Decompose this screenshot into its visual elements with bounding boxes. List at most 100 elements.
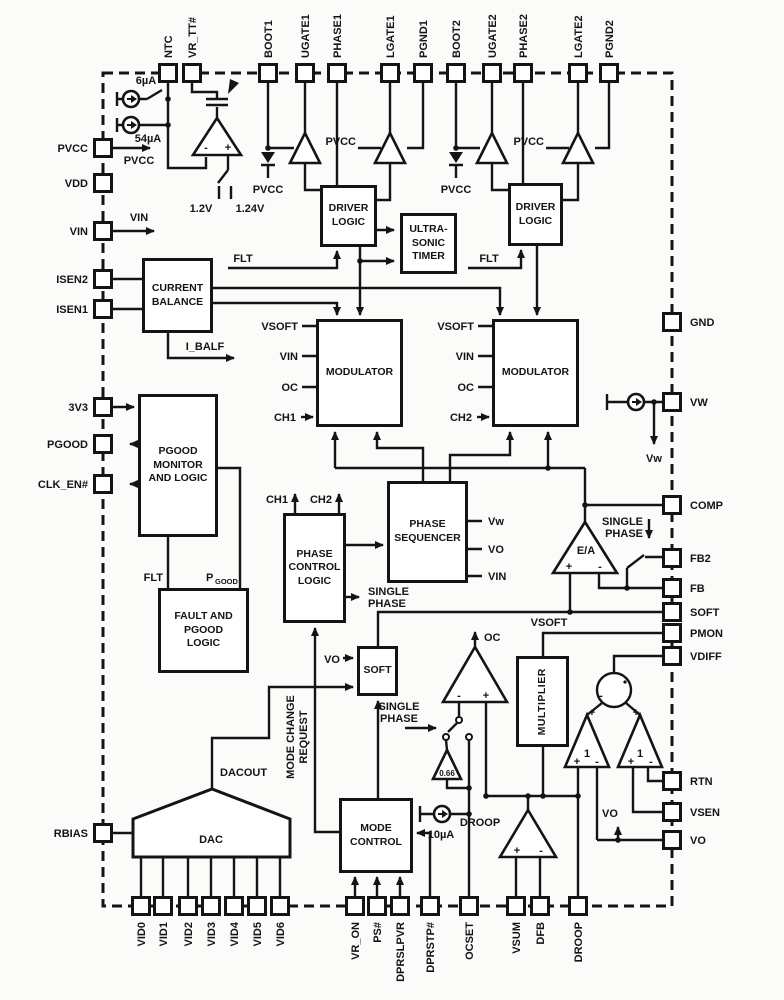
pin-lgate1 <box>380 63 400 83</box>
pin-label-isen1: ISEN1 <box>56 304 88 316</box>
label-seq-vw: Vw <box>488 516 504 528</box>
pin-label-vsen: VSEN <box>690 807 720 819</box>
block-line: PGOOD <box>183 623 224 636</box>
gain-066-buffer <box>430 747 464 781</box>
pin-vid4 <box>224 896 244 916</box>
block-line: LOGIC <box>186 637 221 650</box>
label-flt2: FLT <box>479 253 499 265</box>
pin-clken <box>93 474 113 494</box>
pin-label-vid6: VID6 <box>275 922 287 946</box>
pin-3v3 <box>93 397 113 417</box>
pin-rtn <box>662 771 682 791</box>
pin-ugate2 <box>482 63 502 83</box>
label-54ua: 54µA <box>135 133 162 145</box>
pin-label-ps: PS# <box>372 922 384 943</box>
block-line: FAULT AND <box>174 610 233 623</box>
pin-vid2 <box>178 896 198 916</box>
droop-plus: + <box>514 845 520 857</box>
bufl-minus: - <box>595 756 599 768</box>
wire-cbal-out2 <box>213 301 341 316</box>
pin-label-vid4: VID4 <box>229 921 241 946</box>
block-line: CONTROL <box>288 561 341 574</box>
label-pvcc-buf1: PVCC <box>325 136 356 148</box>
pin-fb2 <box>662 548 682 568</box>
pin-dprstp <box>420 896 440 916</box>
label-pvcc-diode1: PVCC <box>253 184 284 196</box>
oc-comparator <box>440 644 510 704</box>
wire-oc-minus-switch <box>444 702 461 751</box>
block-line: CURRENT <box>151 281 204 294</box>
label-mode-change-2: REQUEST <box>298 710 310 763</box>
wire-pgnd2 <box>595 83 611 150</box>
lgate1-buffer <box>372 130 408 165</box>
label-droop-net: DROOP <box>460 817 500 829</box>
block-line: MODULATOR <box>325 366 394 379</box>
wire-dacout <box>210 683 354 789</box>
pin-label-ugate2: UGATE2 <box>487 14 499 58</box>
droop-amplifier <box>497 807 559 859</box>
block-driver-logic-1: DRIVER LOGIC <box>320 185 377 247</box>
label-mod2-vsoft: VSOFT <box>437 321 474 333</box>
pin-label-pgood: PGOOD <box>47 439 88 451</box>
pin-droop <box>568 896 588 916</box>
symbols <box>121 89 664 859</box>
label-1v2: 1.2V <box>190 203 213 215</box>
label-seq-vin: VIN <box>488 571 506 583</box>
pin-label-vron: VR_ON <box>350 922 362 960</box>
pin-label-pmon: PMON <box>690 628 723 640</box>
ntc-comp-plus: + <box>225 142 231 154</box>
bufl-plus: + <box>574 756 580 768</box>
pin-vdd <box>93 173 113 193</box>
block-line: PHASE <box>409 518 446 531</box>
block-fault-pgood-logic: FAULT AND PGOOD LOGIC <box>158 588 249 673</box>
pin-label-fb: FB <box>690 583 705 595</box>
pin-label-vrtt: VR_TT# <box>187 17 199 58</box>
symbol-details <box>127 79 642 818</box>
wire-comp <box>583 468 662 522</box>
block-line: LOGIC <box>297 574 332 587</box>
block-phase-control-logic: PHASE CONTROL LOGIC <box>283 513 346 623</box>
pin-comp <box>662 495 682 515</box>
pin-vw <box>662 392 682 412</box>
pin-label-vid2: VID2 <box>183 922 195 946</box>
pin-vron <box>345 896 365 916</box>
pin-label-clken: CLK_EN# <box>38 479 88 491</box>
label-vin-pin: VIN <box>130 212 148 224</box>
pin-label-phase2: PHASE2 <box>518 14 530 58</box>
pin-vsen <box>662 802 682 822</box>
pin-label-dprstp: DPRSTP# <box>425 922 437 973</box>
pin-label-ocset: OCSET <box>464 922 476 960</box>
pin-label-boot1: BOOT1 <box>263 20 275 58</box>
label-ibalf: I_BALF <box>186 341 225 353</box>
pin-vid0 <box>131 896 151 916</box>
unity-buffer-right <box>616 711 664 769</box>
wire-mod2-stubs <box>478 324 492 389</box>
block-line: MODE <box>360 821 392 834</box>
pin-label-dprslpvr: DPRSLPVR <box>395 922 407 982</box>
pin-ps <box>367 896 387 916</box>
wire-seq-stubs <box>468 519 482 578</box>
block-line: LOGIC <box>518 214 553 227</box>
pin-label-vo: VO <box>690 835 706 847</box>
ntc-comparator <box>190 115 244 157</box>
label-vsoft-bus: VSOFT <box>531 617 568 629</box>
switch-contact <box>455 716 463 724</box>
switch-contact <box>465 733 473 741</box>
wire-dprstp <box>416 829 432 896</box>
pin-pmon <box>662 623 682 643</box>
block-ultrasonic-timer: ULTRA- SONIC TIMER <box>400 213 457 274</box>
wire-fb <box>597 554 662 590</box>
label-dacout: DACOUT <box>220 767 267 779</box>
block-line: PHASE <box>296 547 333 560</box>
dac-block-shape <box>131 787 292 859</box>
wire-flt2 <box>468 249 525 270</box>
dac-label: DAC <box>199 834 223 846</box>
wire-flt1 <box>228 250 341 270</box>
pin-vin <box>93 221 113 241</box>
arrow-6ua <box>127 95 137 103</box>
pin-isen1 <box>93 299 113 319</box>
boot1-diode <box>261 152 275 163</box>
block-line: SEQUENCER <box>394 532 461 544</box>
label-gain066: 0.66 <box>439 769 455 778</box>
pin-label-pvcc: PVCC <box>57 143 88 155</box>
